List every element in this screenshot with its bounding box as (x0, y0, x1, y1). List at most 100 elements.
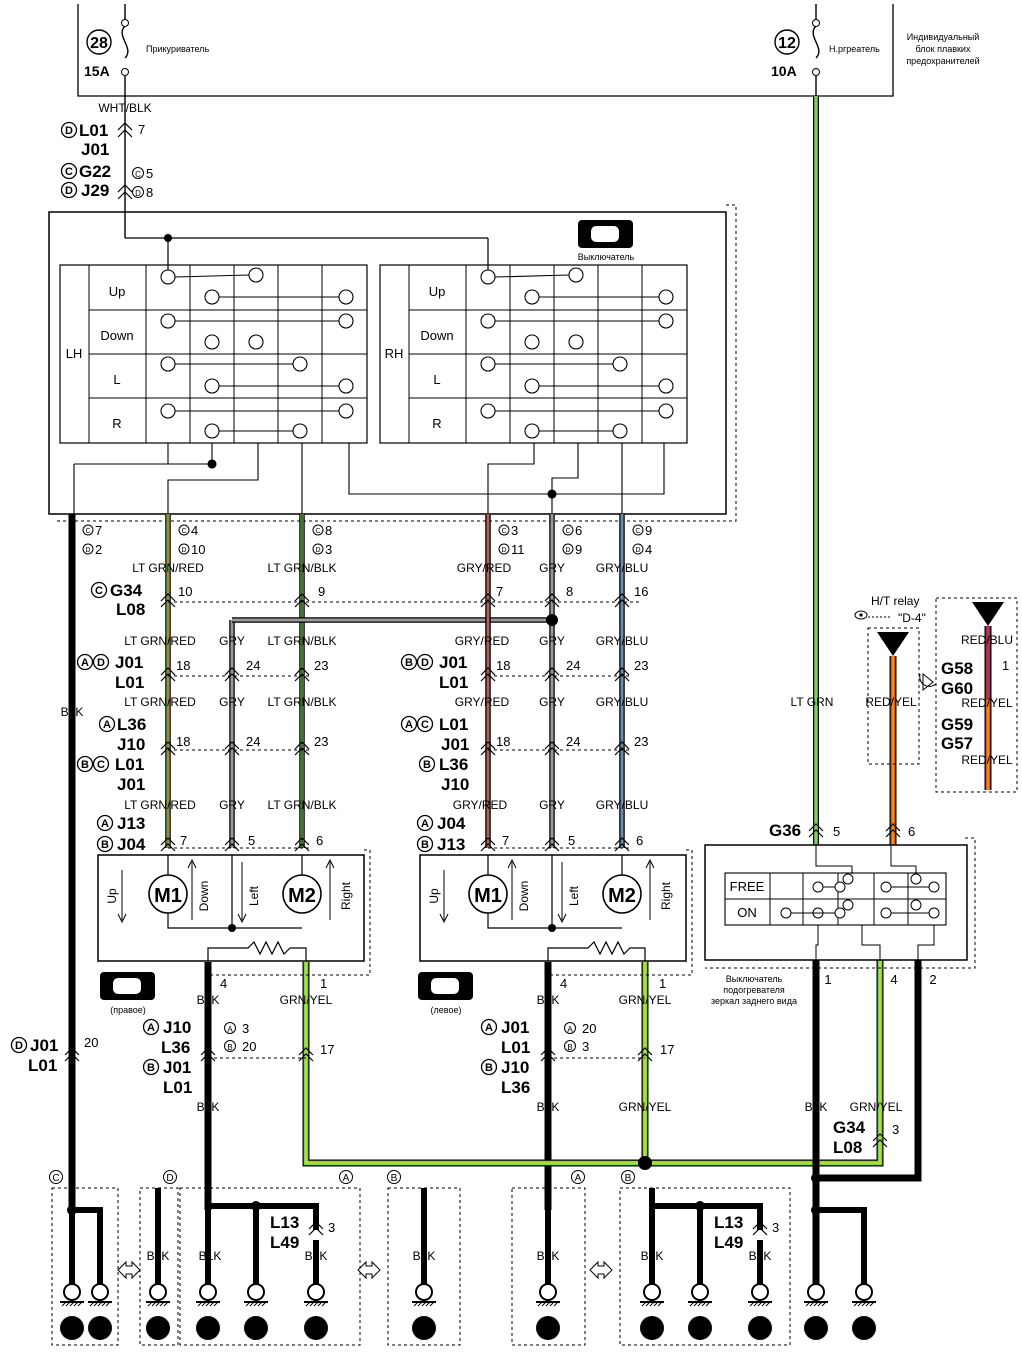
ground-11 (804, 1316, 828, 1340)
conn-l49-right: L49 (714, 1233, 743, 1252)
svg-text:B: B (405, 657, 413, 669)
svg-text:4: 4 (560, 976, 567, 991)
conn-l08-low: L08 (833, 1138, 862, 1157)
svg-text:Right: Right (659, 881, 673, 910)
svg-text:C: C (85, 528, 90, 535)
svg-text:20: 20 (242, 1039, 256, 1054)
ground-16 (146, 1316, 170, 1340)
svg-text:24: 24 (566, 734, 580, 749)
lh-row-r: R (112, 416, 121, 431)
svg-text:11: 11 (511, 542, 525, 557)
svg-text:6: 6 (908, 824, 915, 839)
svg-text:D: D (166, 1173, 173, 1184)
svg-text:C: C (421, 719, 429, 731)
svg-text:C: C (135, 170, 141, 179)
conn-right-j13: J13 (437, 835, 465, 854)
rh-row-r: R (432, 416, 441, 431)
svg-text:C: C (52, 1173, 59, 1184)
fuse-block-label-2: блок плавких (916, 44, 971, 54)
svg-text:D: D (421, 657, 429, 669)
svg-text:RY: RY (887, 634, 899, 644)
svg-text:15: 15 (200, 1321, 217, 1338)
svg-text:4: 4 (191, 523, 198, 538)
switch-title: Выключатель (578, 252, 635, 262)
svg-text:3: 3 (328, 1220, 335, 1235)
svg-text:5: 5 (248, 833, 255, 848)
svg-text:C: C (97, 759, 105, 771)
mirror-right-label: (правое) (110, 1005, 146, 1015)
conn-g34: G34 (110, 581, 143, 600)
svg-text:LT GRN/RED: LT GRN/RED (124, 634, 196, 648)
svg-text:BLK: BLK (805, 1100, 828, 1114)
svg-text:23: 23 (634, 658, 648, 673)
svg-text:D: D (65, 125, 73, 137)
svg-text:PM: PM (582, 225, 590, 231)
heater-label-2: подогревателя (723, 985, 785, 995)
ground-16 (536, 1316, 560, 1340)
svg-text:Down: Down (517, 881, 531, 912)
svg-text:2: 2 (95, 542, 102, 557)
svg-text:3: 3 (511, 523, 518, 538)
ground-15 (196, 1316, 220, 1340)
conn-left-j10-low: J10 (163, 1018, 191, 1037)
conn-left-j01: J01 (115, 653, 143, 672)
svg-text:1: 1 (824, 972, 831, 987)
conn-g36: G36 (769, 821, 801, 840)
fuse-12-rating: 10A (771, 63, 797, 79)
svg-text:10: 10 (178, 584, 192, 599)
heater-label-1: Выключатель (726, 974, 783, 984)
heater-label-3: зеркал заднего вида (711, 996, 797, 1006)
ht-relay: H/T relay "D-4" RY RB (854, 594, 1018, 793)
heater-on: ON (737, 905, 757, 920)
svg-text:3: 3 (325, 542, 332, 557)
ground-11 (60, 1316, 84, 1340)
svg-text:LT GRN/BLK: LT GRN/BLK (268, 798, 337, 812)
svg-text:13: 13 (92, 1321, 109, 1338)
svg-text:B: B (101, 839, 109, 851)
svg-text:A: A (485, 1022, 493, 1034)
conn-right-l36-low: L36 (501, 1078, 530, 1097)
svg-text:9: 9 (318, 584, 325, 599)
top-pin-5: 5 (146, 166, 153, 181)
fuse-12-name: Н.ргреатель (829, 44, 880, 54)
mirror-switch: PM Выключатель LH Up Down L R RH Up Down… (48, 204, 737, 522)
svg-text:15: 15 (644, 1321, 661, 1338)
svg-text:D: D (315, 547, 320, 554)
svg-text:GRY/RED: GRY/RED (457, 561, 512, 575)
lh-row-down: Down (100, 328, 133, 343)
svg-text:GRN/YEL: GRN/YEL (619, 1100, 672, 1114)
svg-text:6: 6 (316, 833, 323, 848)
conn-g60: G60 (941, 679, 973, 698)
svg-text:10: 10 (191, 542, 205, 557)
svg-text:9: 9 (645, 523, 652, 538)
svg-text:20: 20 (582, 1021, 596, 1036)
svg-text:LT GRN/BLK: LT GRN/BLK (268, 561, 337, 575)
conn-right-j04: J04 (437, 814, 466, 833)
svg-text:3: 3 (772, 1220, 779, 1235)
svg-text:LT GRN/BLK: LT GRN/BLK (268, 695, 337, 709)
lh-row-up: Up (109, 284, 126, 299)
svg-text:M2: M2 (288, 885, 316, 907)
svg-text:18: 18 (176, 658, 190, 673)
svg-text:18: 18 (176, 734, 190, 749)
svg-text:D: D (565, 547, 570, 554)
svg-text:24: 24 (566, 658, 580, 673)
svg-text:GRY: GRY (539, 634, 565, 648)
svg-text:RED/YEL: RED/YEL (865, 695, 917, 709)
svg-text:GRY/RED: GRY/RED (455, 695, 510, 709)
svg-text:4: 4 (890, 972, 897, 987)
svg-text:A: A (421, 818, 429, 830)
svg-text:D: D (635, 547, 640, 554)
svg-text:16: 16 (634, 584, 648, 599)
svg-text:17: 17 (320, 1042, 334, 1057)
fuse-block-label-1: Индивидуальный (907, 32, 980, 42)
svg-text:C: C (95, 585, 103, 597)
svg-text:C: C (565, 528, 570, 535)
svg-text:GRY: GRY (539, 561, 565, 575)
svg-text:4: 4 (645, 542, 652, 557)
conn-left-l36: L36 (117, 715, 146, 734)
svg-text:3: 3 (242, 1021, 249, 1036)
svg-text:GRY/BLU: GRY/BLU (596, 561, 648, 575)
